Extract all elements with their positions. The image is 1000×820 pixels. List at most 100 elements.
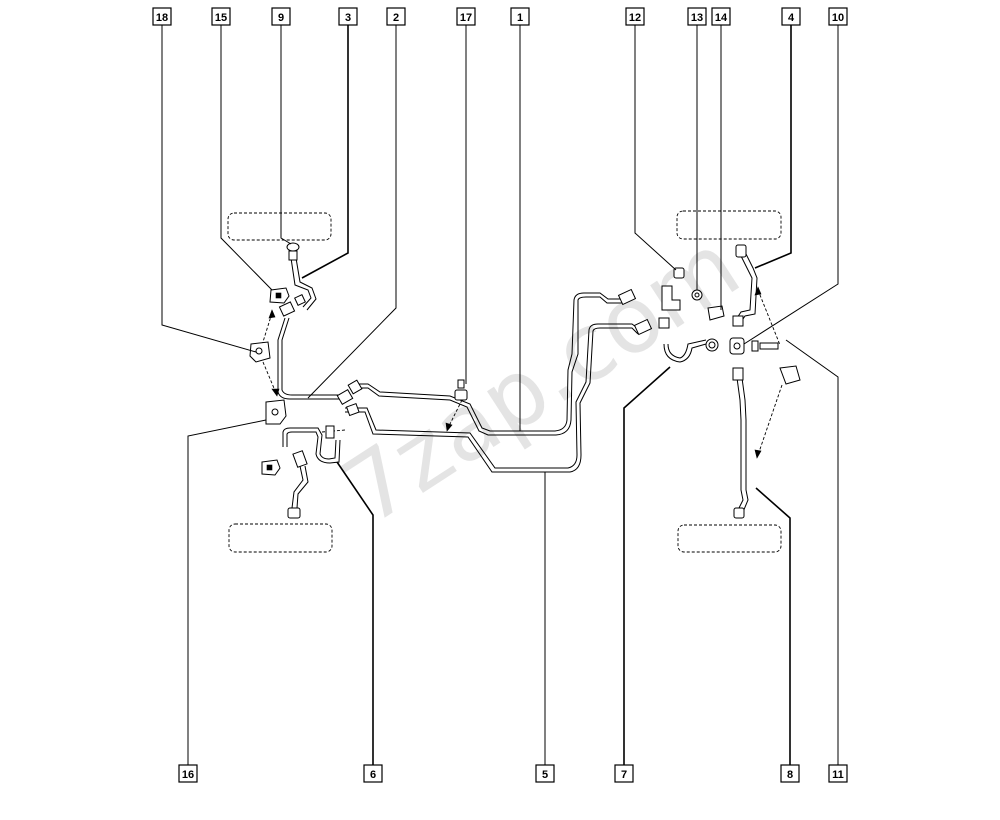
callout-11-label: 11 (832, 769, 844, 781)
union-right-2 (633, 318, 653, 336)
leader-7 (623, 366, 671, 765)
arrow-fl-down (262, 361, 277, 394)
callout-7-label: 7 (621, 769, 627, 781)
callout-8-box (780, 764, 800, 783)
arrowhead-3 (445, 422, 453, 432)
callout-8: 8 (780, 764, 800, 783)
callout-17: 17 (456, 7, 476, 26)
pipe-front-left-b (281, 317, 340, 396)
wheel-front-right (676, 210, 782, 240)
hose-front-right-a (736, 255, 753, 319)
callout-5-label: 5 (542, 769, 548, 781)
callout-15: 15 (211, 7, 231, 26)
leader-16 (187, 419, 267, 765)
clip-14 (707, 305, 725, 321)
callout-6-box (363, 764, 383, 783)
watermark: 7zap.com (324, 212, 757, 545)
callout-10: 10 (828, 7, 848, 26)
callout-17-box (456, 7, 476, 26)
bolt-11-shaft (759, 342, 779, 350)
callout-12-box (625, 7, 645, 26)
callout-12-label: 12 (629, 12, 641, 24)
clip-15-dark (275, 292, 282, 299)
union-front-left (278, 301, 296, 317)
callout-7-box (614, 764, 634, 783)
leader-4 (754, 25, 792, 269)
callout-15-label: 15 (215, 12, 227, 24)
fitting-12 (673, 267, 685, 279)
arrow-fr-down (757, 384, 783, 456)
arrowhead-5 (754, 449, 762, 459)
callout-9-box (271, 7, 291, 26)
bracket-rear-right (779, 365, 801, 385)
leader-18 (161, 25, 257, 353)
callout-10-label: 10 (832, 12, 844, 24)
callout-1-label: 1 (517, 12, 523, 24)
pipe-6-b (286, 431, 341, 464)
callout-16-box (178, 764, 198, 783)
callout-7: 7 (614, 764, 634, 783)
hose-rear-left-b (296, 465, 309, 509)
callout-13-box (687, 7, 707, 26)
callout-9-label: 9 (278, 12, 284, 24)
connector-17-top (457, 379, 465, 389)
callout-1: 1 (510, 7, 530, 26)
callout-6-label: 6 (370, 769, 376, 781)
fitting-rear-left (287, 507, 301, 519)
union-10-hole (733, 342, 741, 350)
leader-3 (301, 25, 349, 279)
wheel-rear-left (228, 523, 333, 553)
callout-18-label: 18 (156, 12, 168, 24)
wheel-rear-right (677, 524, 782, 553)
connector-17 (454, 389, 468, 401)
fitting-9 (286, 242, 300, 252)
fitting-front-right (735, 244, 747, 258)
washer-13-inner (694, 292, 700, 298)
fitting-9-body (288, 250, 298, 261)
pipe-front-left (277, 317, 340, 400)
callout-14-label: 14 (715, 12, 728, 24)
union-rear-left (292, 450, 308, 468)
union-front-right (732, 315, 744, 327)
leader-15 (220, 25, 273, 291)
leader-2 (307, 25, 397, 399)
leader-6 (336, 461, 374, 765)
callout-18-box (152, 7, 172, 26)
union-center-2 (347, 379, 363, 395)
arrow-fr-up (757, 289, 781, 346)
callout-8-label: 8 (787, 769, 793, 781)
pipe-1-b (358, 296, 622, 436)
pipe-7-a (663, 343, 707, 363)
callout-5: 5 (535, 764, 555, 783)
leader-10 (743, 25, 839, 345)
tee-right (661, 285, 681, 311)
callout-11-box (828, 764, 848, 783)
pipe-8-a (736, 377, 744, 511)
union-center-1 (336, 388, 354, 406)
hose-front-left-b (295, 257, 317, 311)
callout-16-label: 16 (182, 769, 194, 781)
wheel-outlines (227, 210, 782, 553)
union-center-4 (325, 425, 335, 439)
brake-pipes (277, 253, 758, 513)
callout-3-label: 3 (345, 12, 351, 24)
arrowhead-4 (754, 286, 762, 296)
arrow-fl-up (261, 312, 273, 346)
pipe-8-b (741, 377, 749, 513)
callout-4: 4 (781, 7, 801, 26)
callout-14: 14 (711, 7, 731, 26)
callout-3-box (338, 7, 358, 26)
union-right-1 (617, 288, 637, 306)
callout-14-box (711, 7, 731, 26)
wheel-front-left (227, 212, 332, 241)
callout-1-box (510, 7, 530, 26)
leader-8 (755, 487, 791, 765)
union-rear-right (732, 367, 744, 381)
callout-9: 9 (271, 7, 291, 26)
callout-13-label: 13 (691, 12, 703, 24)
hose-front-left-a (290, 257, 312, 308)
hose-rear-left-a (291, 465, 304, 509)
hose-front-right-b (740, 253, 758, 323)
arrowhead-2 (271, 388, 280, 397)
